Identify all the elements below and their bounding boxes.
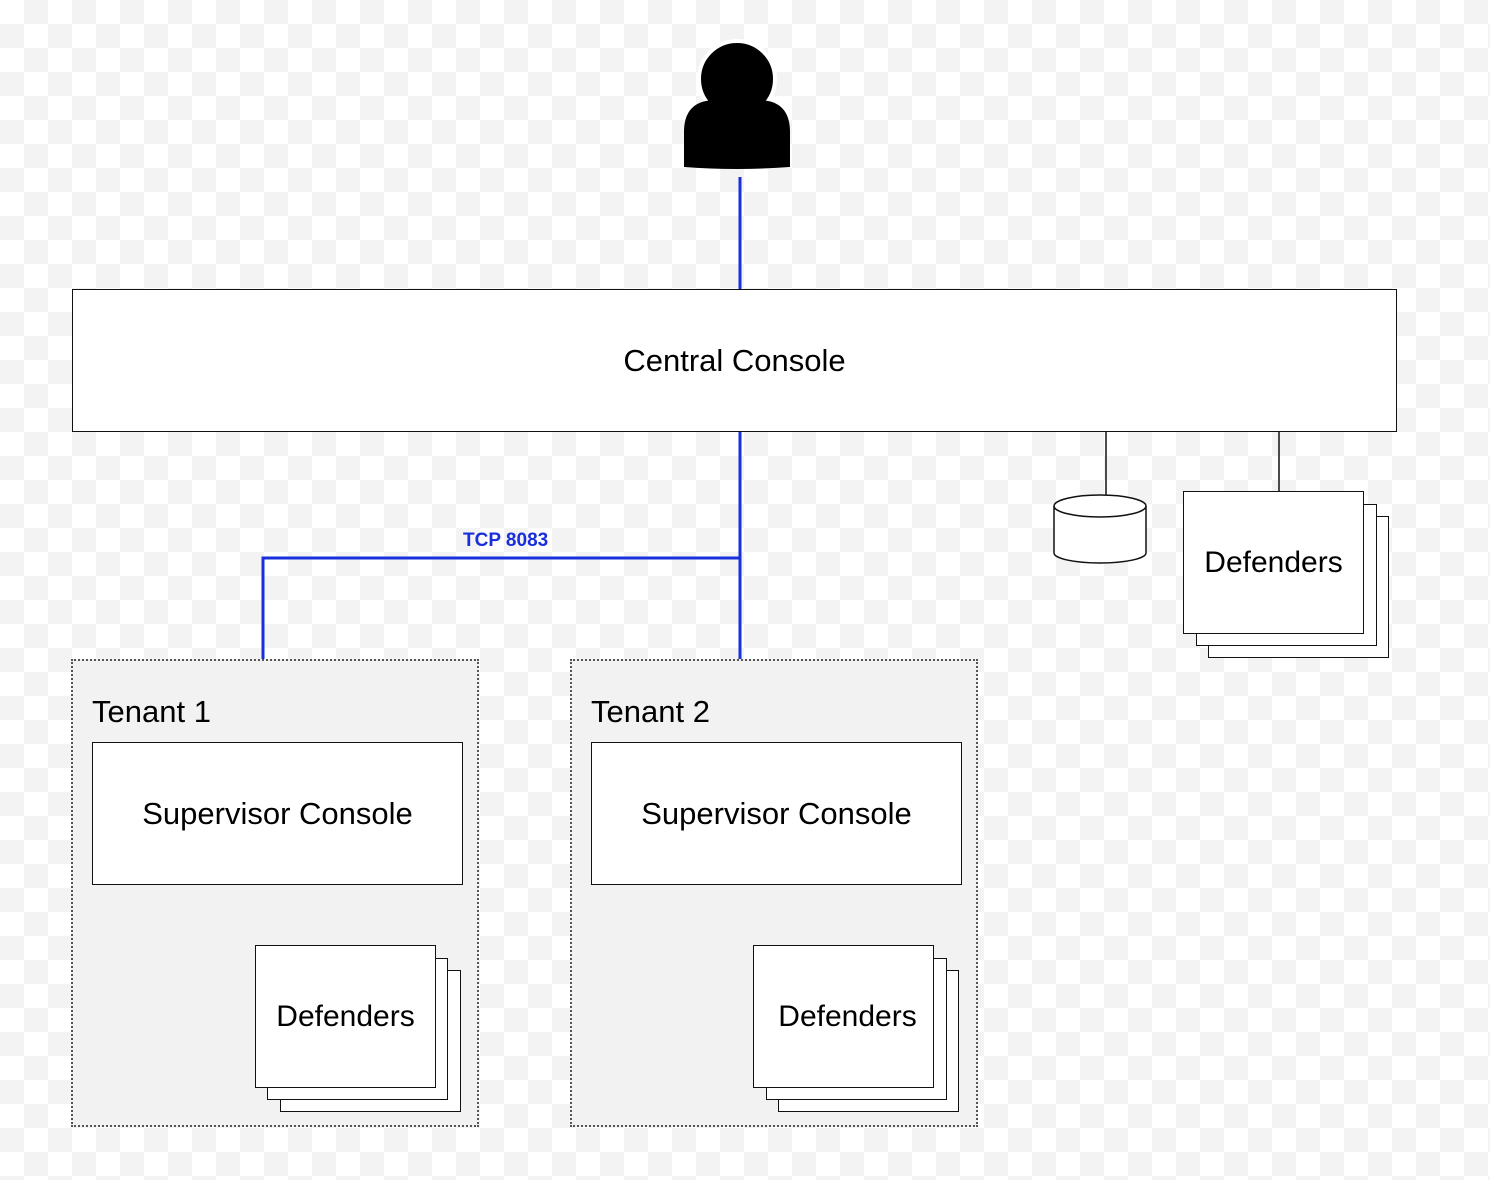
- tenant-2-defenders-label: Defenders: [778, 999, 917, 1033]
- user-icon: [684, 39, 790, 169]
- tenant-2-label: Tenant 2: [591, 694, 710, 729]
- central-defenders-label: Defenders: [1204, 545, 1343, 579]
- central-console-label: Central Console: [623, 342, 846, 378]
- tenant-1-supervisor-console[interactable]: Supervisor Console: [92, 742, 463, 885]
- tenant-1-supervisor-label: Supervisor Console: [142, 795, 413, 831]
- central-console-box[interactable]: Central Console: [72, 289, 1397, 432]
- tenant-1-defenders-label: Defenders: [276, 999, 415, 1033]
- tcp-port-label: TCP 8083: [463, 530, 549, 551]
- tenant-2-defenders-box[interactable]: Defenders: [753, 945, 934, 1088]
- central-to-tenant1-link: [261, 556, 740, 660]
- tenant-1-label: Tenant 1: [92, 694, 211, 729]
- central-database-icon: [1053, 494, 1147, 564]
- tenant-2-supervisor-console[interactable]: Supervisor Console: [591, 742, 962, 885]
- central-defenders-box[interactable]: Defenders: [1183, 491, 1364, 634]
- tenant-1-defenders-box[interactable]: Defenders: [255, 945, 436, 1088]
- tenant-2-supervisor-label: Supervisor Console: [641, 795, 912, 831]
